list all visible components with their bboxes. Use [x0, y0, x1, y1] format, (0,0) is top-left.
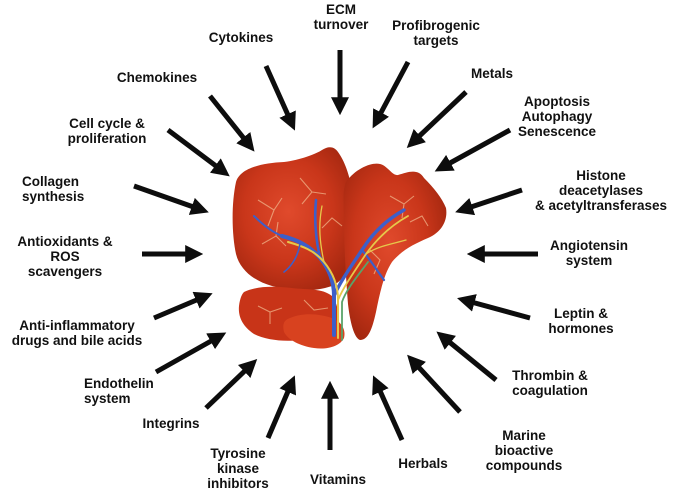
label-antioxidants: Antioxidants & ROS scavengers	[17, 234, 113, 279]
label-metals: Metals	[470, 66, 514, 81]
arrow-icon	[436, 331, 498, 382]
liver-icon	[232, 147, 447, 349]
label-leptin: Leptin & hormones	[548, 306, 614, 336]
liver-vessels	[253, 198, 409, 341]
label-chemokines: Chemokines	[116, 70, 198, 85]
arrow-icon	[204, 359, 258, 410]
arrow-icon	[406, 90, 468, 148]
label-endothelin: Endothelin system	[84, 376, 154, 406]
liver-right-lobe	[343, 163, 447, 340]
arrow-icon	[372, 60, 411, 129]
label-histone: Histone deacetylases & acetyltransferase…	[534, 168, 668, 213]
label-herbals: Herbals	[398, 456, 448, 471]
label-anti-inflammatory: Anti-inflammatory drugs and bile acids	[11, 318, 143, 348]
label-apoptosis: Apoptosis Autophagy Senescence	[517, 94, 597, 139]
arrow-icon	[133, 183, 209, 215]
arrow-icon	[153, 291, 213, 321]
label-cell-cycle: Cell cycle & proliferation	[67, 116, 147, 146]
arrow-icon	[154, 332, 227, 375]
arrow-icon	[407, 354, 462, 414]
label-vitamins: Vitamins	[309, 472, 367, 487]
arrow-icon	[455, 187, 523, 216]
label-profibrogenic-targets: Profibrogenic targets	[392, 18, 480, 48]
arrow-icon	[208, 94, 255, 152]
arrow-icon	[166, 128, 230, 177]
arrow-icon	[434, 127, 512, 172]
label-ecm-turnover: ECM turnover	[313, 2, 369, 32]
label-collagen: Collagen synthesis	[22, 174, 85, 204]
arrow-icon	[372, 375, 405, 442]
label-angiotensin: Angiotensin system	[550, 238, 628, 268]
label-tyrosine: Tyrosine kinase inhibitors	[207, 446, 269, 491]
label-integrins: Integrins	[142, 416, 200, 431]
arrow-icon	[265, 375, 297, 439]
arrows	[133, 50, 538, 450]
label-cytokines: Cytokines	[208, 30, 274, 45]
liver-left-lobe	[232, 147, 357, 291]
label-marine: Marine bioactive compounds	[485, 428, 563, 473]
arrow-icon	[457, 294, 531, 321]
liver-bottom-lobe	[283, 314, 345, 349]
label-thrombin: Thrombin & coagulation	[512, 368, 588, 398]
arrow-icon	[263, 64, 296, 131]
